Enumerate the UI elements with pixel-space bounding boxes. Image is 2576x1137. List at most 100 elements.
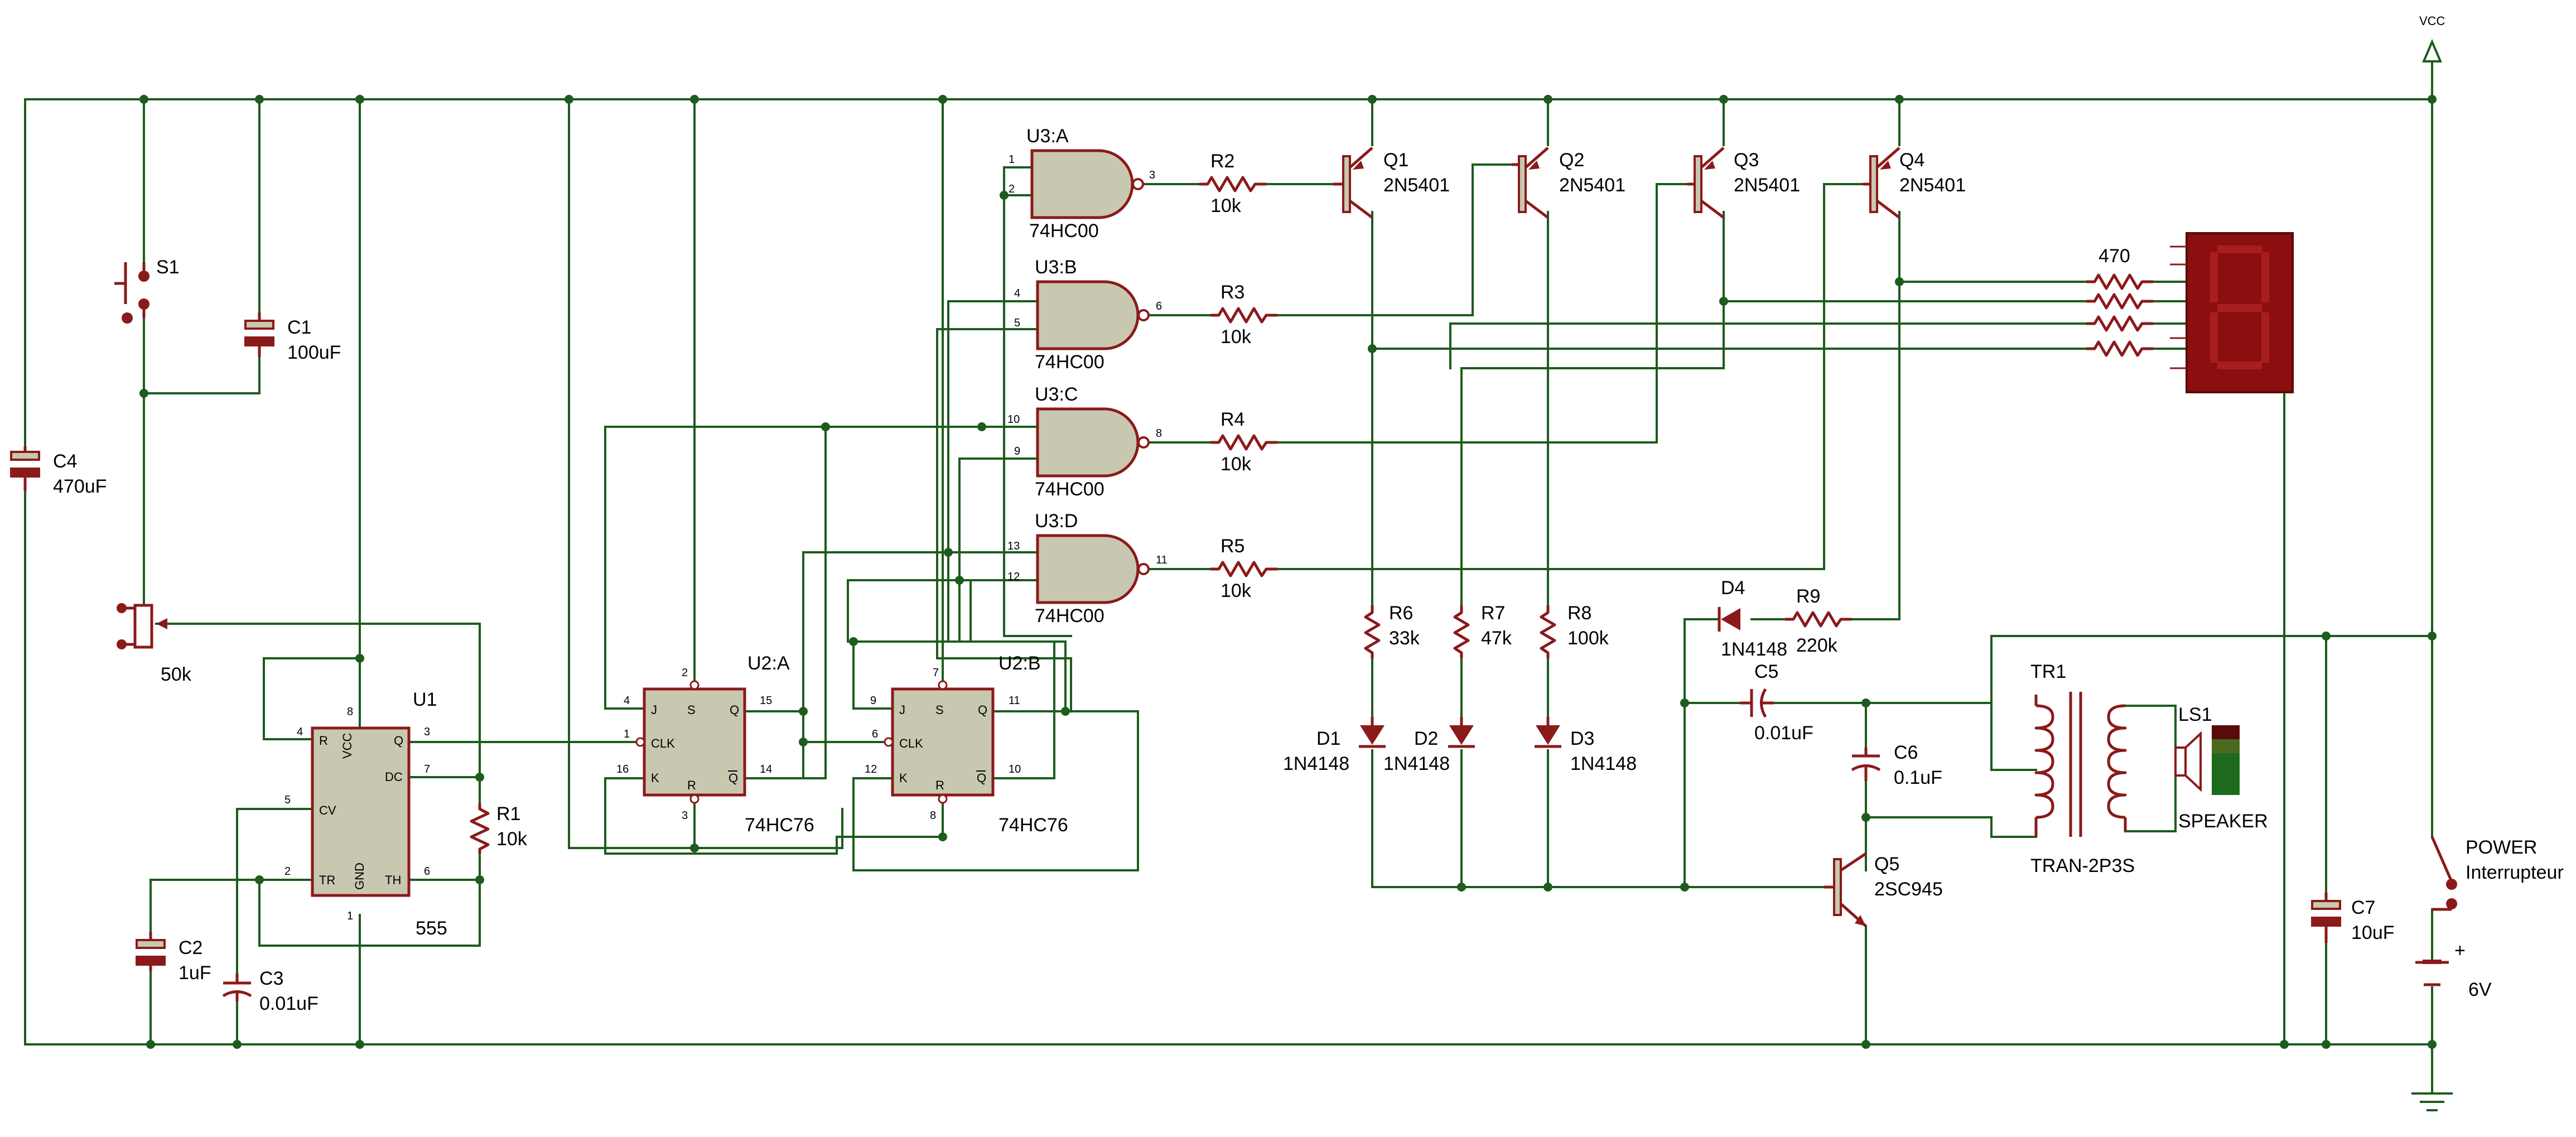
r8-value: 100k [1567, 628, 1609, 649]
q2-part: 2N5401 [1559, 175, 1625, 196]
capacitor-c7: C7 10uF [2311, 893, 2395, 943]
r2-value: 10k [1210, 195, 1242, 216]
u3a-ref: U3:A [1026, 126, 1069, 147]
r7-value: 47k [1481, 628, 1512, 649]
resistor-r8: R8 100k [1540, 603, 1609, 658]
d2-part: 1N4148 [1383, 753, 1450, 774]
capacitor-c2: C2 1uF [136, 932, 211, 984]
svg-text:2: 2 [682, 667, 688, 679]
svg-text:J: J [651, 703, 657, 717]
svg-text:3: 3 [682, 810, 688, 822]
ground-symbol [2411, 1092, 2453, 1111]
r6-ref: R6 [1389, 603, 1413, 624]
svg-text:9: 9 [870, 695, 876, 707]
d4-part: 1N4148 [1721, 639, 1787, 660]
wiring [24, 60, 2433, 1095]
svg-text:10: 10 [1007, 413, 1020, 426]
svg-text:TR: TR [319, 873, 335, 887]
c1-value: 100uF [287, 342, 341, 363]
svg-text:TH: TH [385, 873, 401, 887]
c1-ref: C1 [287, 317, 311, 338]
d4-ref: D4 [1721, 577, 1745, 599]
u3d-part: 74HC00 [1035, 605, 1104, 627]
svg-text:R: R [319, 734, 328, 748]
power-switch: POWER Interrupteur [2430, 836, 2564, 911]
svg-text:4: 4 [624, 695, 630, 707]
r4-ref: R4 [1221, 409, 1244, 430]
u3a-part: 74HC00 [1029, 220, 1099, 242]
vcc-label: VCC [2419, 14, 2445, 28]
svg-text:6: 6 [872, 728, 878, 740]
switch-s1: S1 [114, 257, 180, 324]
rseg-value: 470 [2099, 245, 2130, 267]
svg-text:5: 5 [284, 794, 291, 806]
u2a-part: 74HC76 [745, 815, 814, 836]
r5-ref: R5 [1221, 536, 1244, 557]
ic-u2a-74hc76: 4 2 15 1 16 3 14 J S Q CLK K R Q U2:A 74… [616, 653, 814, 836]
u3c-part: 74HC00 [1035, 479, 1104, 500]
tr1-part: TRAN-2P3S [2030, 855, 2135, 876]
svg-text:16: 16 [616, 763, 629, 775]
q1-ref: Q1 [1383, 150, 1408, 171]
u3b-part: 74HC00 [1035, 351, 1104, 373]
svg-text:3: 3 [1149, 169, 1155, 181]
r5-value: 10k [1221, 580, 1252, 601]
c6-value: 0.1uF [1894, 767, 1942, 788]
svg-text:2: 2 [1009, 183, 1015, 195]
u2a-ref: U2:A [747, 653, 790, 674]
svg-text:13: 13 [1007, 540, 1020, 552]
resistor-r4: R4 10k [1210, 409, 1277, 475]
battery-plus: + [2454, 940, 2466, 961]
r6-value: 33k [1389, 628, 1420, 649]
svg-text:6: 6 [424, 865, 430, 878]
q5-ref: Q5 [1874, 854, 1899, 875]
d3-part: 1N4148 [1570, 753, 1637, 774]
q3-part: 2N5401 [1734, 175, 1800, 196]
r3-ref: R3 [1221, 282, 1244, 303]
resistor-array-470: 470 [2086, 245, 2153, 357]
q3-ref: Q3 [1734, 150, 1759, 171]
d1-part: 1N4148 [1283, 753, 1349, 774]
capacitor-c1: C1 100uF [244, 312, 341, 363]
nand-gate-u3d: 13 12 11 U3:D 74HC00 [1007, 510, 1168, 627]
q4-ref: Q4 [1899, 150, 1924, 171]
capacitor-c5: C5 0.01uF [1740, 661, 1813, 744]
c3-value: 0.01uF [259, 993, 319, 1014]
svg-text:6: 6 [1156, 300, 1162, 312]
resistor-r1: R1 10k [470, 803, 528, 854]
r1-ref: R1 [496, 803, 520, 825]
svg-text:3: 3 [424, 726, 430, 738]
svg-text:1: 1 [347, 910, 353, 922]
u2b-part: 74HC76 [998, 815, 1068, 836]
q5-part: 2SC945 [1874, 879, 1943, 900]
c3-ref: C3 [259, 968, 283, 989]
transistor-q5: Q5 2SC945 [1824, 852, 1943, 927]
transistor-q4: Q4 2N5401 [1863, 147, 1966, 219]
svg-text:15: 15 [760, 695, 772, 707]
svg-text:Q: Q [977, 771, 986, 785]
svg-text:12: 12 [1007, 571, 1020, 583]
diode-d1: D1 1N4148 [1283, 717, 1386, 774]
svg-text:CV: CV [319, 803, 336, 817]
svg-text:1: 1 [1009, 153, 1015, 166]
svg-text:8: 8 [347, 706, 353, 718]
svg-text:11: 11 [1156, 554, 1168, 566]
pot-value: 50k [161, 664, 192, 685]
resistor-r5: R5 10k [1210, 536, 1277, 601]
r8-ref: R8 [1567, 603, 1591, 624]
svg-text:8: 8 [1156, 427, 1162, 440]
svg-text:DC: DC [385, 770, 403, 784]
svg-text:CLK: CLK [651, 736, 675, 750]
seven-segment-display [2170, 232, 2294, 393]
c7-ref: C7 [2351, 897, 2375, 918]
junctions [139, 95, 2437, 1049]
svg-text:Q: Q [978, 703, 987, 717]
transistor-q3: Q3 2N5401 [1687, 147, 1800, 219]
svg-text:10: 10 [1009, 763, 1021, 775]
c2-value: 1uF [179, 962, 211, 984]
d3-ref: D3 [1570, 728, 1594, 749]
svg-text:J: J [899, 703, 905, 717]
svg-text:R: R [687, 778, 696, 792]
svg-text:K: K [899, 771, 908, 785]
nand-gate-u3b: 4 5 6 U3:B 74HC00 [1014, 257, 1162, 373]
